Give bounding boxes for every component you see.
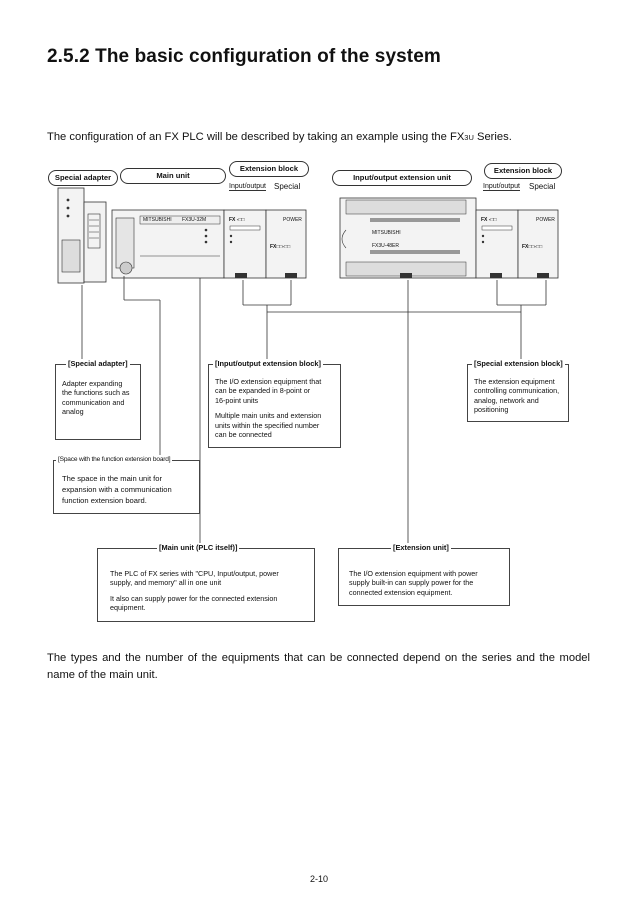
- sublabel-io-2: Input/output: [483, 183, 520, 191]
- box-line: analog: [62, 407, 84, 417]
- box-function-extension-space: [Space with the function extension board…: [53, 455, 200, 514]
- box-line: Adapter expanding: [62, 379, 123, 388]
- box-extension-unit: [Extension unit] The I/O extension equip…: [338, 543, 510, 606]
- box-line: connected extension equipment.: [349, 587, 453, 597]
- box-line: expansion with a communication: [62, 485, 172, 494]
- box-line: supply, and memory" all in one unit: [110, 578, 222, 588]
- box-line: analog, network and: [474, 395, 539, 405]
- box-title: [Special extension block]: [472, 359, 565, 369]
- ext2-module-b: FX□□-□□: [522, 244, 543, 250]
- box-title: [Main unit (PLC itself)]: [157, 543, 240, 553]
- box-io-extension-block: [Input/output extension block] The I/O e…: [208, 359, 341, 448]
- box-title: [Space with the function extension board…: [56, 455, 173, 465]
- special-adapter-device: [57, 187, 107, 284]
- sublabel-special-1: Special: [274, 182, 301, 191]
- io-unit-model: FX3U-48ER: [372, 243, 399, 249]
- box-special-extension-block: [Special extension block] The extension …: [467, 359, 569, 422]
- box-line: controlling communication,: [474, 386, 560, 396]
- configuration-diagram: [57, 187, 559, 548]
- box-line: the functions such as: [62, 388, 130, 398]
- label-extension-block-1: Extension block: [229, 161, 309, 177]
- label-special-adapter: Special adapter: [48, 170, 118, 186]
- extension-block-1-device: [223, 209, 307, 279]
- intro-text: The configuration of an FX PLC will be d…: [47, 131, 512, 143]
- ext2-power: POWER: [536, 217, 555, 223]
- box-line: communication and: [62, 397, 125, 407]
- box-line: supply built-in can supply power for the: [349, 578, 474, 588]
- body-paragraph: The types and the number of the equipmen…: [47, 652, 590, 681]
- box-line: The PLC of FX series with "CPU, Input/ou…: [110, 569, 279, 578]
- box-line: The I/O extension equipment that: [215, 377, 322, 386]
- box-line: units within the specified number: [215, 420, 320, 430]
- ext1-module-b: FX□□-□□: [270, 244, 291, 250]
- connector-lines: [81, 276, 547, 548]
- ext1-module-a: FX -□□: [229, 217, 245, 223]
- box-line: positioning: [474, 405, 509, 415]
- sublabel-io-1: Input/output: [229, 183, 266, 191]
- ext1-power: POWER: [283, 217, 302, 223]
- box-title: [Input/output extension block]: [213, 359, 323, 369]
- box-special-adapter: [Special adapter] Adapter expanding the …: [55, 359, 141, 440]
- main-unit-device: [111, 209, 225, 279]
- sublabel-special-2: Special: [529, 182, 556, 191]
- box-line: can be connected: [215, 430, 272, 440]
- box-line: The I/O extension equipment with power: [349, 569, 478, 578]
- box-line: The extension equipment: [474, 377, 555, 386]
- box-title: [Extension unit]: [391, 543, 451, 553]
- page-number: 2-10: [309, 874, 328, 884]
- label-main-unit: Main unit: [120, 168, 226, 184]
- main-unit-model: FX3U-32M: [182, 217, 207, 223]
- section-heading: 2.5.2 The basic configuration of the sys…: [47, 46, 441, 67]
- box-title: [Special adapter]: [66, 359, 130, 369]
- box-line: It also can supply power for the connect…: [110, 593, 278, 603]
- main-unit-brand: MITSUBISHI: [143, 217, 172, 223]
- box-line: equipment.: [110, 603, 146, 613]
- box-main-unit: [Main unit (PLC itself)] The PLC of FX s…: [97, 543, 315, 622]
- box-line: 16-point units: [215, 395, 259, 405]
- box-line: The space in the main unit for: [62, 474, 163, 483]
- ext2-module-a: FX -□□: [481, 217, 497, 223]
- box-line: function extension board.: [62, 496, 147, 505]
- io-unit-brand: MITSUBISHI: [372, 230, 401, 236]
- box-line: Multiple main units and extension: [215, 411, 322, 421]
- io-extension-unit-device: [339, 197, 477, 279]
- label-extension-block-2: Extension block: [484, 163, 562, 179]
- label-io-extension-unit: Input/output extension unit: [332, 170, 472, 186]
- extension-block-2-device: [475, 209, 559, 279]
- box-line: can be expanded in 8-point or: [215, 386, 311, 396]
